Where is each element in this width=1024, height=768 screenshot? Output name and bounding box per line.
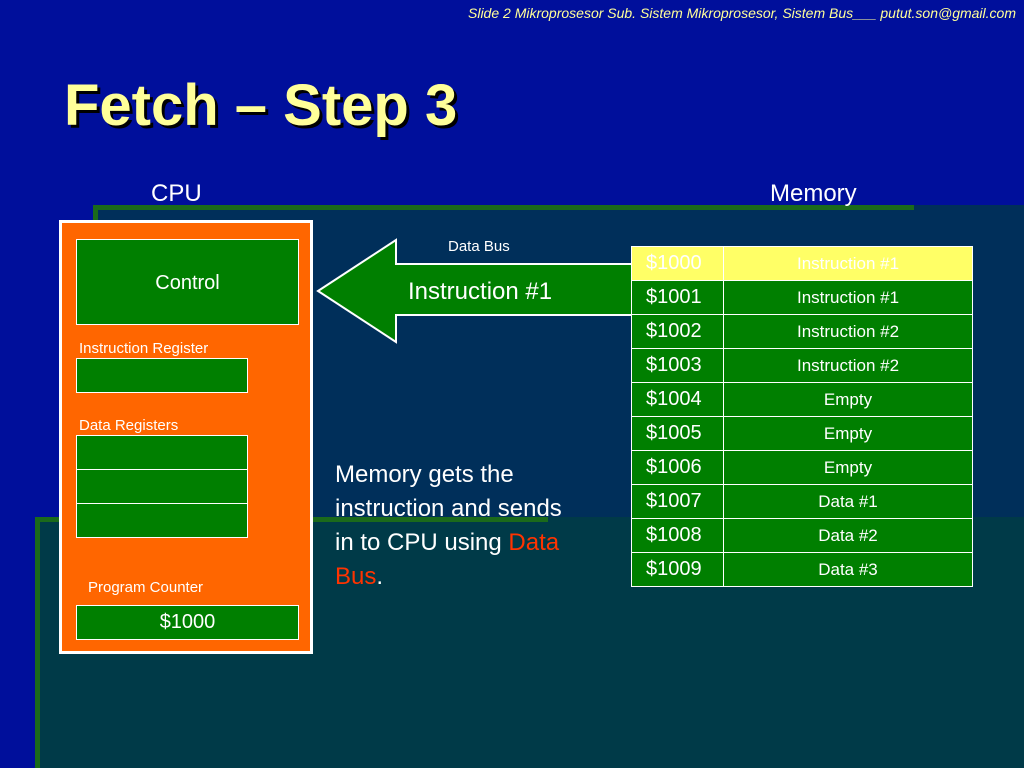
data-register — [76, 435, 248, 470]
data-registers-label: Data Registers — [79, 417, 179, 434]
program-counter-label: Program Counter — [88, 579, 204, 596]
description-main: Memory gets the instruction and sends in… — [335, 461, 562, 556]
memory-address: $1005 — [631, 416, 724, 451]
memory-row: $1008 Data #2 — [631, 518, 973, 553]
memory-address: $1000 — [631, 246, 724, 281]
background-panel-edge — [35, 517, 40, 768]
description-highlight: Data Bus — [335, 529, 560, 590]
memory-value: Instruction #1 — [723, 280, 973, 315]
memory-value: Data #1 — [723, 484, 973, 519]
memory-address: $1003 — [631, 348, 724, 383]
cpu-heading: CPU — [151, 180, 202, 207]
memory-address: $1006 — [631, 450, 724, 485]
description-end: . — [376, 563, 384, 590]
memory-value: Instruction #2 — [723, 314, 973, 349]
memory-heading: Memory — [770, 180, 857, 207]
data-register — [76, 503, 248, 538]
memory-value: Empty — [723, 450, 973, 485]
memory-address: $1009 — [631, 552, 724, 587]
description-text: Memory gets the instruction and sends in… — [335, 458, 565, 594]
slide-title: Fetch – Step 3 — [64, 73, 458, 138]
memory-address: $1004 — [631, 382, 724, 417]
instruction-register — [76, 358, 248, 393]
memory-value: Instruction #1 — [723, 246, 973, 281]
data-bus-label: Data Bus — [448, 238, 510, 255]
memory-row: $1003 Instruction #2 — [631, 348, 973, 383]
memory-row: $1009 Data #3 — [631, 552, 973, 587]
memory-row: $1000 Instruction #1 — [631, 246, 973, 281]
memory-value: Empty — [723, 416, 973, 451]
memory-row: $1006 Empty — [631, 450, 973, 485]
data-register — [76, 469, 248, 504]
memory-row: $1005 Empty — [631, 416, 973, 451]
memory-row: $1001 Instruction #1 — [631, 280, 973, 315]
program-counter-value: $1000 — [159, 611, 216, 633]
memory-table: $1000 Instruction #1 $1001 Instruction #… — [631, 246, 973, 587]
memory-row: $1004 Empty — [631, 382, 973, 417]
control-label: Control — [155, 272, 220, 294]
memory-address: $1008 — [631, 518, 724, 553]
memory-row: $1002 Instruction #2 — [631, 314, 973, 349]
control-unit: Control — [76, 239, 299, 325]
memory-address: $1001 — [631, 280, 724, 315]
background-panel-edge — [96, 205, 914, 210]
memory-address: $1007 — [631, 484, 724, 519]
memory-address: $1002 — [631, 314, 724, 349]
memory-value: Instruction #2 — [723, 348, 973, 383]
program-counter: $1000 — [76, 605, 299, 640]
memory-value: Empty — [723, 382, 973, 417]
slide-header: Slide 2 Mikroprosesor Sub. Sistem Mikrop… — [468, 5, 1016, 21]
memory-row: $1007 Data #1 — [631, 484, 973, 519]
data-bus-payload: Instruction #1 — [408, 278, 553, 305]
memory-value: Data #2 — [723, 518, 973, 553]
instruction-register-label: Instruction Register — [79, 340, 209, 357]
memory-value: Data #3 — [723, 552, 973, 587]
